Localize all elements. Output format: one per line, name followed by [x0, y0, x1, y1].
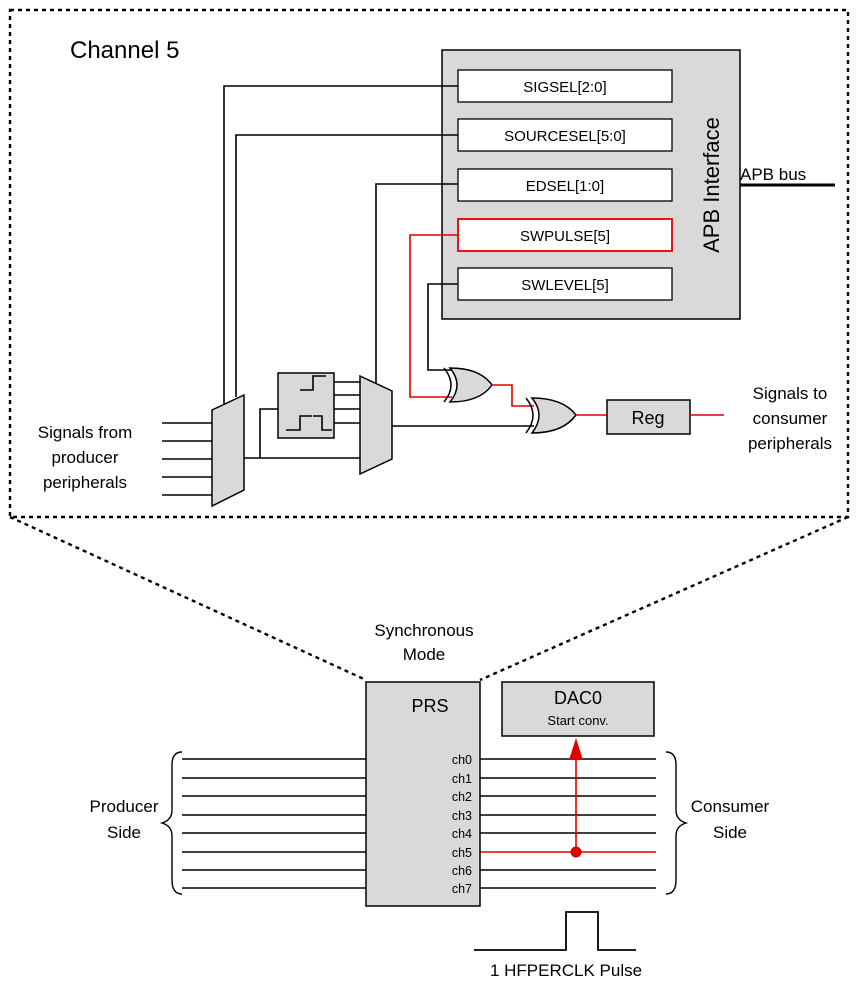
channel-label-ch7: ch7: [452, 882, 472, 896]
consumer-side-label-line2: Side: [713, 823, 747, 842]
register-edsel-label: EDSEL[1:0]: [526, 178, 604, 195]
mode-label-line2: Mode: [403, 645, 446, 664]
signals-to-label-line3: peripherals: [748, 434, 832, 453]
xor1-output-wire: [492, 384, 534, 407]
producer-side-label-line2: Side: [107, 823, 141, 842]
channel-label-ch0: ch0: [452, 753, 472, 767]
channel-label-ch5: ch5: [452, 846, 472, 860]
edge-detector-block: [277, 372, 335, 439]
zoom-projection-lines: [9, 515, 849, 682]
channel-detail-frame: [8, 8, 850, 519]
xor-gate-1: [443, 367, 493, 403]
input-multiplexer: [211, 393, 245, 508]
register-sigsel: SIGSEL[2:0]: [457, 69, 673, 103]
signals-from-label-line3: peripherals: [43, 473, 127, 492]
xor-gate-2: [525, 397, 577, 434]
register-sourcesel-label: SOURCESEL[5:0]: [504, 128, 626, 145]
register-swlevel-label: SWLEVEL[5]: [521, 277, 609, 294]
apb-interface-label: APB Interface: [699, 117, 724, 253]
prs-label: PRS: [411, 696, 448, 716]
register-swpulse-label: SWPULSE[5]: [520, 228, 610, 245]
consumer-side-brace: [665, 751, 689, 895]
reg-block: [606, 399, 691, 435]
register-edsel: EDSEL[1:0]: [457, 168, 673, 202]
dac0-block: [501, 681, 655, 737]
dac0-label: DAC0: [554, 688, 602, 708]
edge-detector-outputs: [334, 381, 360, 424]
pulse-waveform: [474, 911, 636, 951]
register-swpulse: SWPULSE[5]: [457, 218, 673, 252]
sourcesel-wire: [235, 134, 458, 397]
channel-label-ch6: ch6: [452, 864, 472, 878]
pulse-label: 1 HFPERCLK Pulse: [490, 961, 642, 980]
signals-to-label-line1: Signals to: [753, 384, 828, 403]
channel-labels: ch0 ch1 ch2 ch3 ch4 ch5 ch6 ch7: [452, 753, 472, 896]
channel-lines: [182, 758, 656, 889]
sigsel-wire: [223, 85, 458, 406]
apb-bus-label: APB bus: [740, 165, 806, 184]
producer-side-brace: [159, 751, 183, 895]
channel-label-ch3: ch3: [452, 809, 472, 823]
dac0-sublabel: Start conv.: [547, 713, 608, 728]
reg-label: Reg: [631, 408, 664, 428]
edge-select-multiplexer: [359, 374, 393, 476]
mode-label-line1: Synchronous: [374, 621, 473, 640]
signals-from-label-line2: producer: [51, 448, 118, 467]
signals-from-label-line1: Signals from: [38, 423, 132, 442]
channel-title: Channel 5: [70, 37, 179, 64]
mux-output-wires: [244, 408, 360, 459]
swlevel-wire: [427, 283, 458, 371]
producer-side-label-line1: Producer: [90, 797, 159, 816]
register-sigsel-label: SIGSEL[2:0]: [523, 79, 606, 96]
prs-block: [365, 681, 481, 907]
edsel-wire: [375, 183, 458, 383]
trigger-arrow: [569, 738, 583, 858]
swpulse-wire: [409, 234, 458, 398]
register-swlevel: SWLEVEL[5]: [457, 267, 673, 301]
channel-label-ch4: ch4: [452, 827, 472, 841]
signals-to-label-line2: consumer: [753, 409, 828, 428]
producer-input-lines: [162, 422, 212, 496]
channel-label-ch1: ch1: [452, 772, 472, 786]
register-sourcesel: SOURCESEL[5:0]: [457, 118, 673, 152]
channel-label-ch2: ch2: [452, 790, 472, 804]
consumer-side-label-line1: Consumer: [691, 797, 770, 816]
